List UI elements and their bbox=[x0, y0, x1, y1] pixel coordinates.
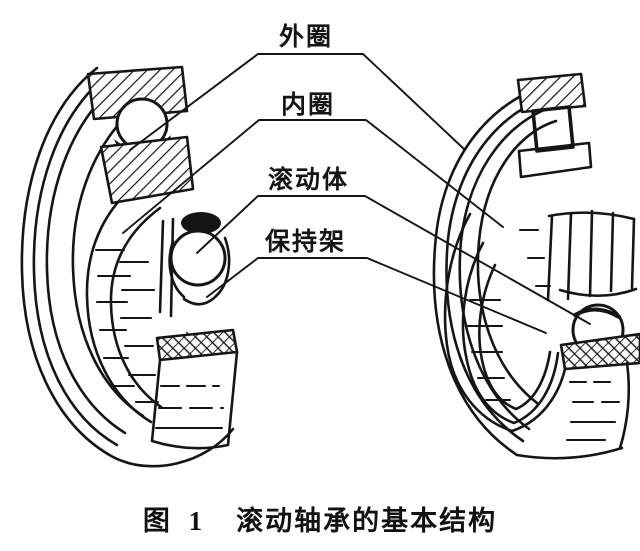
figure-caption-title: 滚动轴承的基本结构 bbox=[236, 506, 498, 536]
leader-cage bbox=[206, 257, 547, 334]
right-outer-ring-cut-face bbox=[516, 72, 587, 114]
left-cage-arc bbox=[168, 239, 186, 299]
leader-outer-ring bbox=[129, 53, 465, 151]
right-inner-ring-bore bbox=[443, 212, 570, 433]
label-cage: 保持架 bbox=[264, 228, 346, 256]
right-bottom-cut-strip bbox=[559, 332, 640, 371]
left-outer-ring-edge bbox=[20, 66, 235, 468]
left-bottom-block bbox=[150, 350, 239, 450]
left-inner-ring-cut-face bbox=[99, 135, 195, 205]
right-bearing-illustration bbox=[432, 72, 640, 460]
leader-rolling-element bbox=[196, 195, 591, 325]
right-shading-dashes bbox=[466, 228, 621, 442]
left-shading-dashes bbox=[94, 248, 225, 430]
label-outer-ring: 外圈 bbox=[279, 22, 333, 51]
leader-inner-ring bbox=[122, 119, 504, 234]
right-cage-posts bbox=[546, 209, 638, 302]
left-outer-ring-cut-face bbox=[86, 65, 189, 121]
label-rolling-element: 滚动体 bbox=[268, 165, 349, 194]
figure-caption: 图 1 滚动轴承的基本结构 bbox=[0, 499, 640, 538]
left-lower-ball bbox=[169, 229, 227, 287]
right-outer-ring-edge bbox=[432, 78, 624, 460]
left-bearing-illustration bbox=[20, 65, 239, 468]
left-bottom-cut-strip bbox=[155, 328, 239, 362]
label-inner-ring: 内圈 bbox=[281, 91, 335, 119]
right-cage-pocket bbox=[531, 105, 575, 153]
left-inner-ring-bore bbox=[85, 173, 153, 424]
figure-caption-number: 图 1 bbox=[142, 506, 209, 536]
